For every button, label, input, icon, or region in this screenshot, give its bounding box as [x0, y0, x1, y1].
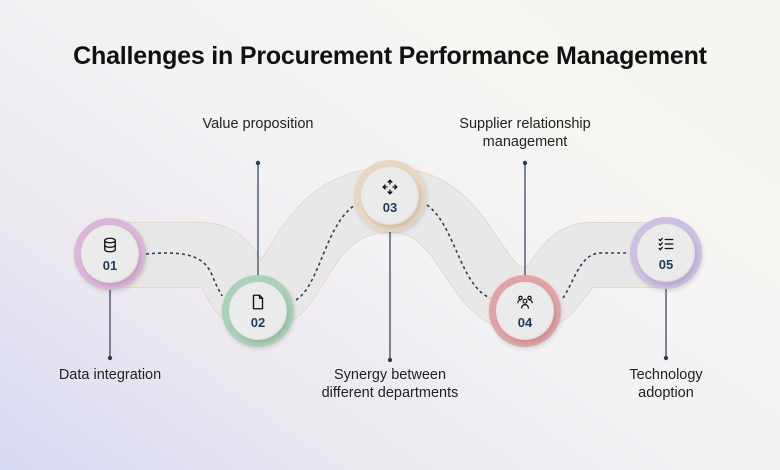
connector-01-02	[145, 252, 223, 297]
step-04-number: 04	[517, 314, 533, 330]
step-01-circle: 01	[81, 225, 139, 283]
step-03-circle: 03	[361, 167, 419, 225]
step-01-number: 01	[102, 257, 118, 273]
step-02-number: 02	[250, 314, 266, 330]
users-group-icon	[517, 295, 533, 309]
step-05-label-line1: Technology	[629, 367, 703, 383]
step-04-label-line1: Supplier relationship	[459, 116, 591, 132]
database-icon	[104, 237, 116, 252]
checklist-icon	[658, 237, 674, 250]
pointer-dot-03-bottom	[387, 357, 393, 363]
pointer-dot-02-top	[255, 160, 261, 166]
step-02-circle: 02	[229, 282, 287, 340]
step-02-label-line1: Value proposition	[202, 116, 314, 132]
step-04-circle: 04	[496, 282, 554, 340]
step-05-label: Technology adoption	[606, 366, 726, 402]
move-arrows-icon	[382, 179, 398, 194]
step-03-label-line2: different departments	[321, 385, 459, 401]
pointer-dot-05-bottom	[663, 355, 669, 361]
pointer-dot-04-top	[522, 160, 528, 166]
step-04-label: Supplier relationship management	[440, 115, 610, 151]
step-03-number: 03	[382, 199, 398, 215]
file-icon	[252, 294, 264, 309]
step-02-label: Value proposition	[178, 115, 338, 133]
step-01-label: Data integration	[40, 366, 180, 384]
connector-03-04	[426, 204, 491, 299]
pointer-dot-01-bottom	[107, 355, 113, 361]
page-title: Challenges in Procurement Performance Ma…	[73, 42, 707, 70]
step-03-label: Synergy between different departments	[300, 366, 480, 402]
connector-04-05	[562, 252, 628, 299]
step-05-label-line2: adoption	[638, 385, 694, 401]
step-05-number: 05	[658, 256, 674, 272]
step-01-label-line1: Data integration	[58, 367, 162, 383]
step-05-circle: 05	[637, 224, 695, 282]
step-03-label-line1: Synergy between	[333, 367, 447, 383]
step-04-label-line2: management	[482, 134, 568, 150]
